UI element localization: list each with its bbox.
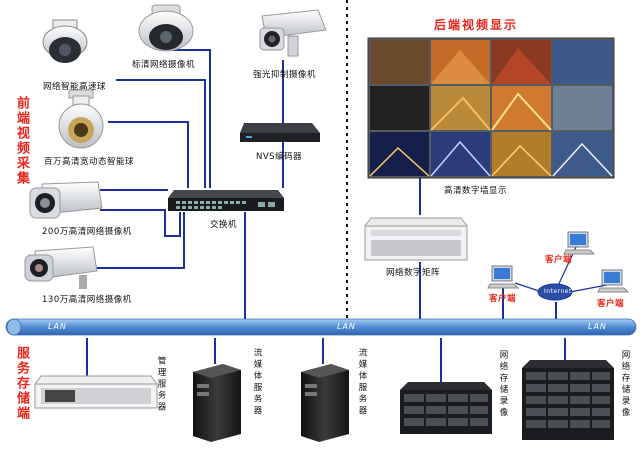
label-video-wall: 高清数字墙显示 (444, 186, 508, 196)
lan-label-2: LAN (337, 322, 356, 331)
lan-label-1: LAN (48, 322, 67, 331)
label-stream-server-1: 流媒体服务器 (252, 348, 262, 417)
network-switch (168, 190, 284, 211)
storage-recorder-1 (400, 382, 492, 434)
strong-light-camera (259, 9, 327, 57)
client-pc-1 (487, 265, 520, 289)
management-server (34, 375, 158, 409)
bullet-camera-1-3mp (24, 246, 98, 289)
hd-dome-camera (138, 4, 194, 52)
label-management-server: 管理服务器 (156, 356, 166, 414)
storage-recorder-2 (522, 360, 614, 440)
label-matrix: 网络数字矩阵 (386, 268, 441, 278)
section-back-end-display: 后端视频显示 (434, 18, 519, 32)
section-front-end: 前端视频采集 (14, 96, 29, 186)
label-bullet-1-3mp: 130万高清网络摄像机 (42, 295, 132, 305)
bullet-camera-2mp (29, 181, 103, 219)
label-strong-light-camera: 强光抑制摄像机 (253, 70, 317, 80)
client-pc-2 (563, 231, 596, 255)
label-megapixel-ball: 百万高清宽动态智能球 (44, 157, 135, 167)
speed-dome-camera (42, 19, 88, 63)
label-client-3: 客户端 (597, 299, 625, 309)
connection-lines (86, 49, 566, 382)
network-digital-matrix (364, 217, 468, 261)
video-wall-screens (369, 40, 613, 177)
client-pc-3 (597, 269, 630, 293)
nvs-encoder (240, 123, 320, 142)
label-nvs-encoder: NVS编码器 (256, 152, 303, 162)
lan-bus (5, 318, 637, 336)
label-switch: 交换机 (210, 220, 238, 230)
label-bullet-2mp: 200万高清网络摄像机 (42, 227, 132, 237)
section-service-storage: 服务存储端 (14, 346, 29, 421)
label-hd-dome-camera: 标清网络摄像机 (132, 60, 196, 70)
label-internet: Internet (544, 288, 572, 295)
video-wall (367, 37, 615, 179)
label-client-2: 客户端 (545, 255, 573, 265)
lan-label-3: LAN (588, 322, 607, 331)
label-storage-recorder-2: 网络存储录像 (620, 350, 630, 419)
label-storage-recorder-1: 网络存储录像 (498, 350, 508, 419)
label-client-1: 客户端 (489, 294, 517, 304)
megapixel-speed-ball (58, 89, 104, 149)
stream-server-2 (301, 364, 349, 442)
internet-cloud (537, 283, 573, 301)
label-stream-server-2: 流媒体服务器 (357, 348, 367, 417)
stream-server-1 (193, 364, 241, 442)
label-speed-dome: 网络智能高速球 (43, 82, 107, 92)
